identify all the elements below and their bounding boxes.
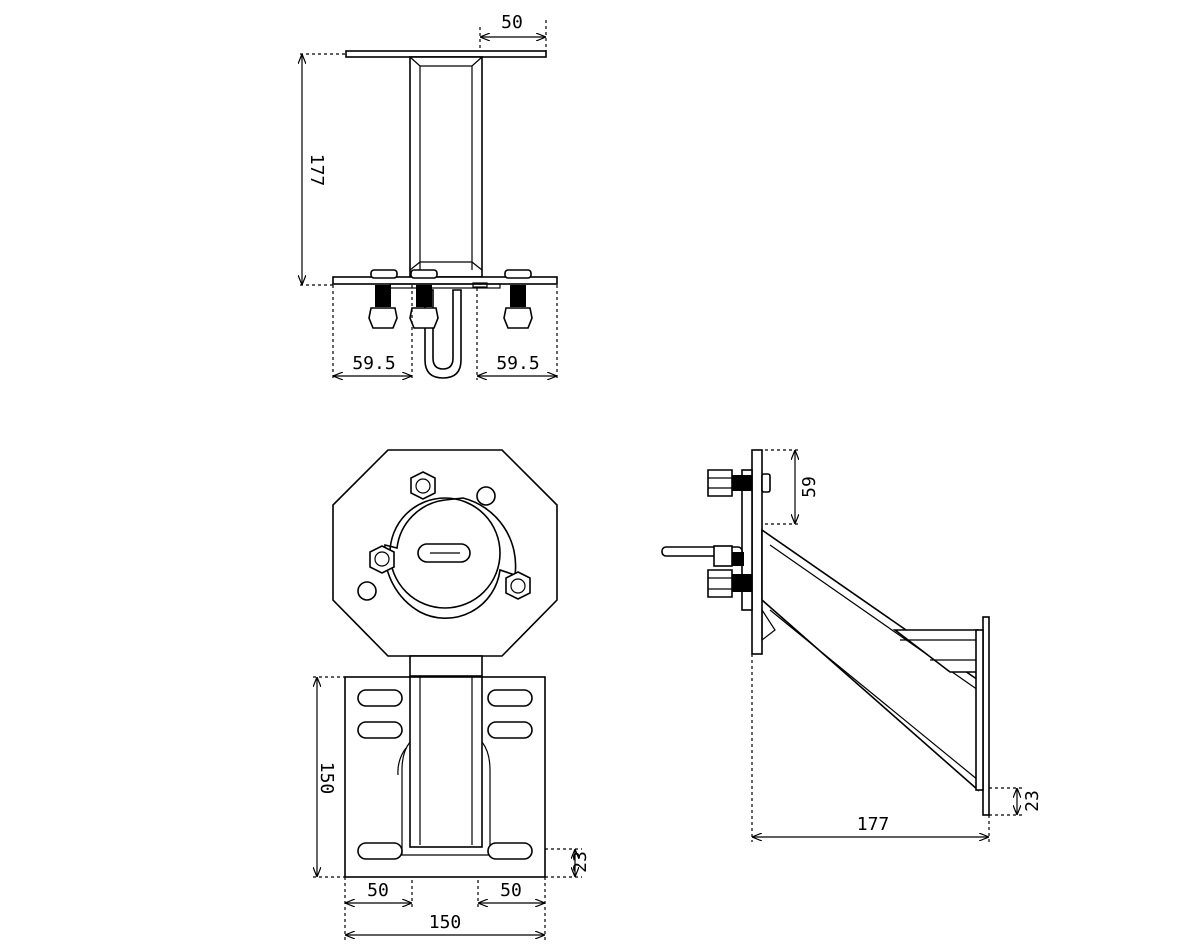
slot-br (487, 842, 533, 860)
front-view: 150 23 50 50 150 (313, 449, 591, 940)
hex-nut-top (410, 471, 436, 500)
dim-side-top-offset: 59 (799, 476, 820, 498)
slot-bl (357, 842, 403, 860)
dim-top-height: 177 (306, 154, 327, 187)
slot-tr-2 (487, 721, 533, 739)
slot-tl-1 (357, 689, 403, 707)
dim-side-bottom-offset: 23 (1022, 790, 1043, 812)
slot-tr-1 (487, 689, 533, 707)
dim-front-left-slot: 50 (367, 880, 389, 901)
hex-nut-right (505, 571, 531, 600)
dim-front-slot-bottom: 23 (570, 851, 591, 873)
side-wall-plate (982, 616, 990, 816)
side-bolt-bottom (707, 569, 752, 598)
side-flange-back (741, 469, 753, 611)
top-plate (345, 50, 547, 58)
dim-top-plate-offset: 50 (501, 12, 523, 33)
hex-nut-left (369, 545, 395, 574)
bolt-left (368, 269, 398, 329)
dim-front-plate-height: 150 (316, 762, 337, 795)
side-bolt-top (707, 469, 771, 497)
side-bolt-mid (713, 545, 744, 567)
side-flange (751, 449, 763, 655)
dim-front-plate-width: 150 (429, 912, 462, 933)
front-tube-upper (409, 655, 483, 677)
bolt-right (503, 269, 533, 329)
dim-top-right-offset: 59.5 (496, 353, 539, 374)
support-tube (409, 56, 483, 278)
side-wall-plate-inner (975, 629, 984, 791)
bolt-center (409, 269, 439, 329)
dim-side-length: 177 (857, 814, 890, 835)
front-tube (409, 676, 483, 848)
slot-tl-2 (357, 721, 403, 739)
hole-top-right (476, 486, 496, 506)
dim-front-right-slot: 50 (500, 880, 522, 901)
dim-top-left-offset: 59.5 (352, 353, 395, 374)
top-view: 50 177 59.5 59.5 (300, 12, 558, 380)
hole-bottom-left (357, 581, 377, 601)
side-view: 59 177 23 (661, 449, 1043, 842)
